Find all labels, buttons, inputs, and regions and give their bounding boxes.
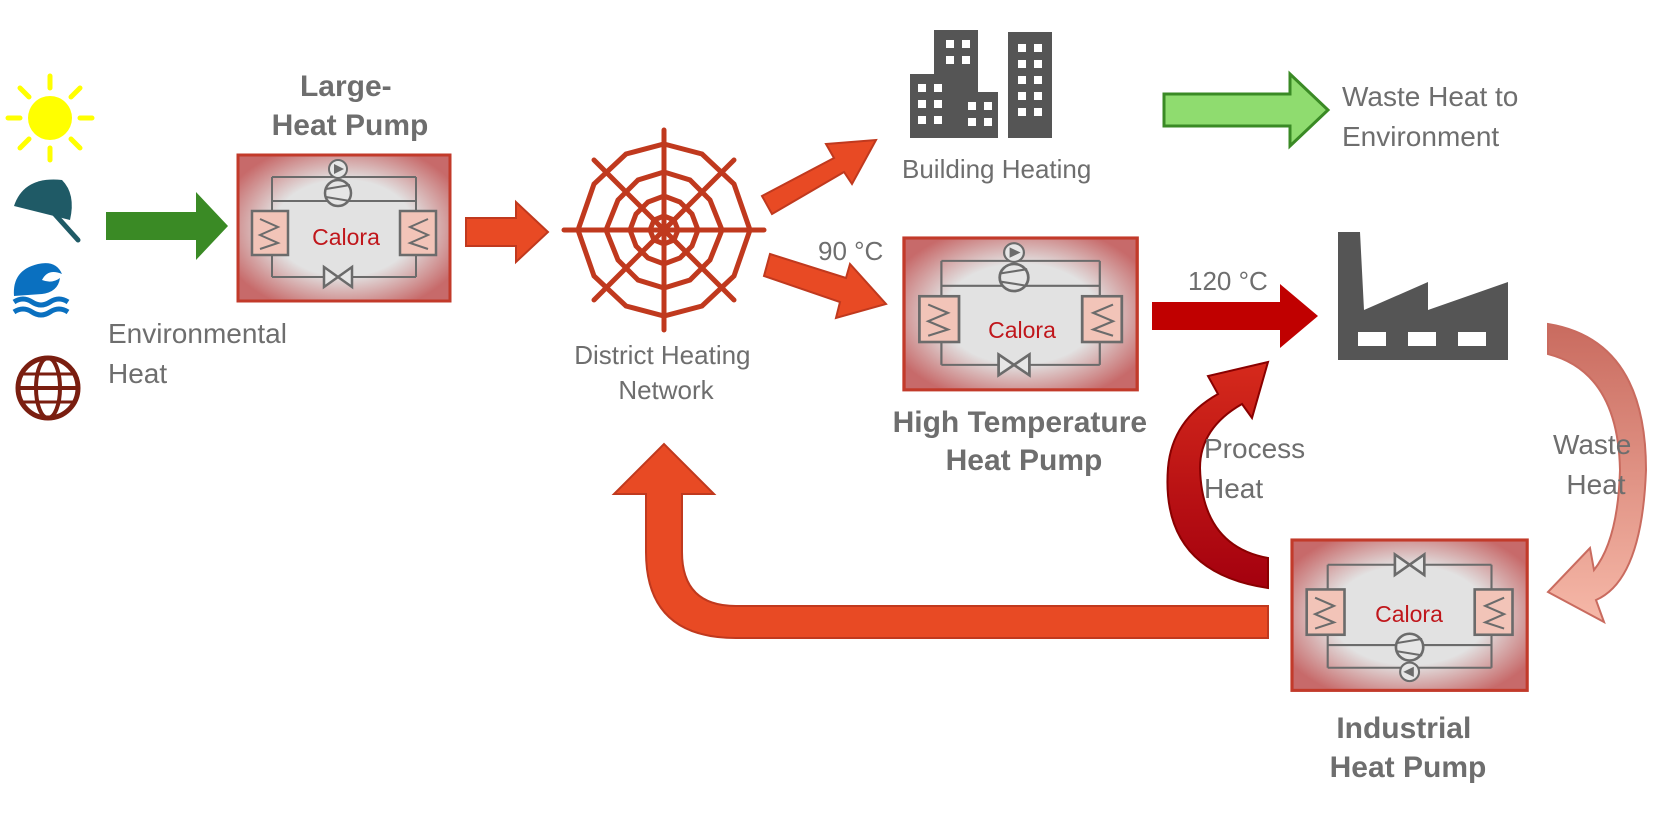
building-heating-label: Building Heating [902,154,1091,184]
arrow-to-factory [1152,284,1318,348]
arrow-to-building [760,138,878,216]
large-heat-pump-brand: Calora [312,224,380,250]
industrial-heat-pump: Calora [1290,538,1529,692]
factory-icon [1338,232,1508,360]
high-temp-heat-pump: Calora [902,236,1139,392]
waste-heat-environment-label: Waste Heat to Environment [1342,81,1526,152]
district-heating-label: District Heating Network [574,340,758,405]
buildings-icon [910,30,1052,138]
umbrella-icon [14,179,81,243]
environmental-heat-arrow [106,192,228,260]
industrial-heat-pump-brand: Calora [1375,601,1443,627]
temp-90-label: 90 °C [818,236,883,266]
process-heat-arrow [1166,360,1270,590]
return-to-network-arrow [611,442,1269,639]
industrial-heat-pump-title: Industrial Heat Pump [1330,712,1487,784]
waste-heat-arrow [1546,322,1648,625]
process-heat-label: Process Heat [1204,433,1313,504]
large-heat-pump: Calora [236,153,452,303]
wave-icon [12,263,70,318]
waste-heat-label: Waste Heat [1553,429,1639,500]
high-temp-heat-pump-title: High Temperature Heat Pump [893,406,1156,477]
sun-icon [5,73,95,163]
environmental-heat-label: Environmental Heat [108,318,295,389]
waste-heat-environment-arrow [1162,70,1331,150]
high-temp-heat-pump-brand: Calora [988,317,1056,343]
spiderweb-icon [561,127,767,333]
globe-icon [15,355,81,421]
large-heat-pump-title: Large- Heat Pump [272,70,429,142]
temp-120-label: 120 °C [1188,266,1268,296]
arrow-to-high-temp-pump [762,252,888,320]
arrow-to-network [465,199,550,265]
